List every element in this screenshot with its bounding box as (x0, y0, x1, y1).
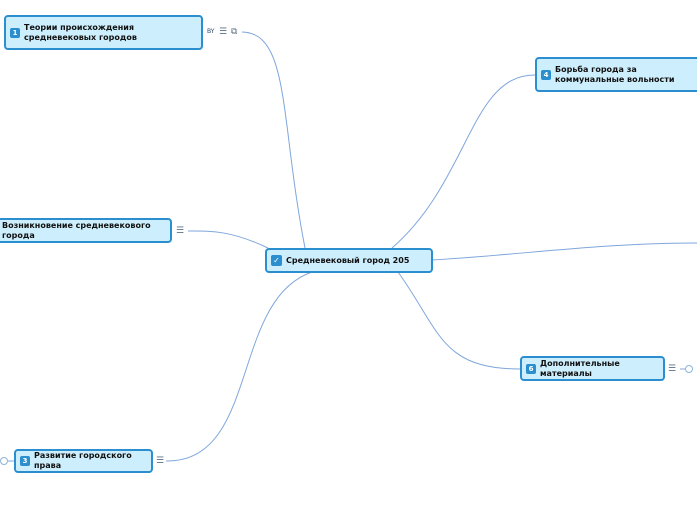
link-topic-6 (397, 271, 521, 370)
topic-label: Борьба города за коммунальные вольности (555, 64, 675, 84)
topic-label: Теории происхождения средневековых город… (24, 22, 137, 42)
topic-1[interactable]: 1 Теории происхождения средневековых гор… (4, 15, 203, 50)
topic-6[interactable]: 6 Дополнительные материалы (520, 356, 665, 381)
notes-icon[interactable]: ☰ (176, 226, 185, 236)
topic-4[interactable]: 4 Борьба города за коммунальные вольност… (535, 57, 697, 92)
link-topic-4 (391, 74, 536, 249)
link-topic-offscreen (431, 242, 697, 261)
notes-icon[interactable]: ☰ (156, 456, 165, 466)
license-tag: BY (207, 28, 215, 35)
topic-label: Дополнительные материалы (540, 358, 620, 378)
topic-number-badge: 3 (20, 456, 30, 466)
link-topic-3 (165, 271, 313, 462)
central-topic-label: Средневековый город 205 (286, 255, 410, 265)
link-icon[interactable]: ⧉ (231, 27, 238, 37)
checkbox-checked-icon[interactable]: ✓ (271, 255, 282, 266)
link-topic-1 (241, 31, 306, 249)
collapse-toggle-icon[interactable] (0, 457, 8, 465)
notes-icon[interactable]: ☰ (668, 364, 677, 374)
topic-number-badge: 1 (10, 27, 20, 38)
topic-3[interactable]: 3 Развитие городского права (14, 449, 153, 473)
central-topic[interactable]: ✓ Средневековый город 205 (265, 248, 433, 273)
link-topic-2 (187, 230, 269, 249)
notes-icon[interactable]: ☰ (219, 27, 228, 37)
topic-2[interactable]: Возникновение средневекового города (0, 218, 172, 243)
topic-label: Возникновение средневекового города (2, 220, 151, 240)
topic-number-badge: 4 (541, 69, 551, 80)
topic-label: Развитие городского права (34, 451, 132, 470)
collapse-toggle-icon[interactable] (685, 365, 693, 373)
topic-number-badge: 6 (526, 363, 536, 374)
